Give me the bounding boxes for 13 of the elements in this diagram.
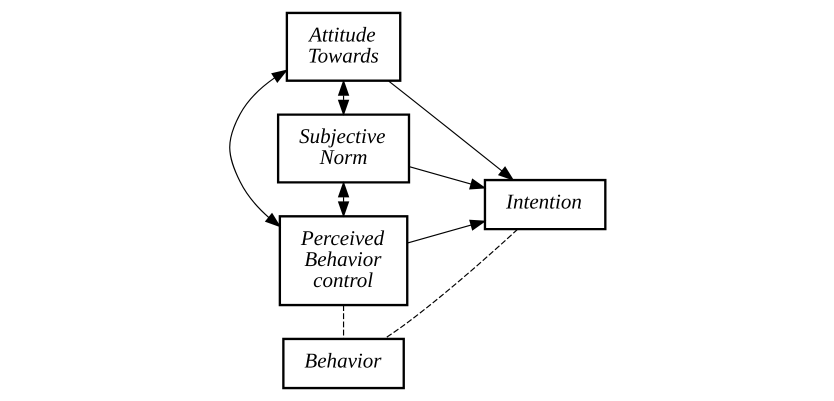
- node-box: Behavior: [282, 338, 404, 390]
- arrow: [387, 80, 514, 181]
- connector: [383, 229, 518, 340]
- arrow: [337, 181, 349, 218]
- node-box: Perceived Behavior control: [278, 215, 408, 306]
- arrow: [228, 69, 288, 228]
- node-box: Attitude Towards: [285, 12, 401, 82]
- arrow: [408, 166, 486, 190]
- node-box: Intention: [483, 178, 606, 230]
- connector: [342, 305, 344, 339]
- arrow: [337, 79, 349, 116]
- node-box: Subjective Norm: [276, 113, 410, 184]
- arrow: [407, 220, 486, 244]
